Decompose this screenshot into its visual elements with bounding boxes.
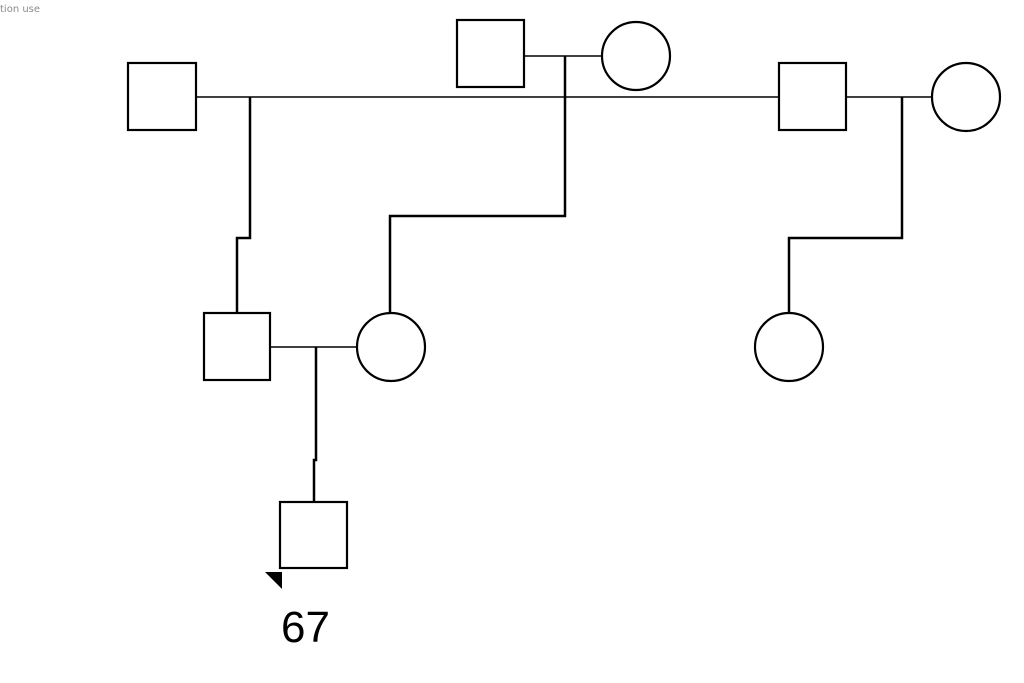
male-symbol-gen1-left	[126, 61, 198, 132]
male-symbol-gen1-right	[777, 61, 848, 132]
corner-caption: tion use	[0, 4, 41, 15]
proband-arrow-icon	[265, 572, 282, 589]
female-symbol-gen2-right	[753, 311, 825, 383]
male-symbol-gen2	[202, 311, 272, 382]
descent-line-left	[235, 97, 252, 313]
pedigree-lines	[196, 55, 932, 502]
male-symbol-gen1-center	[455, 18, 526, 89]
proband-label: 67	[281, 603, 330, 652]
female-symbol-gen2-spouse	[355, 311, 427, 383]
descent-line-center	[388, 56, 567, 313]
descent-line-proband	[312, 347, 318, 502]
male-symbol-proband	[278, 500, 349, 570]
female-symbol-gen1-right	[930, 61, 1002, 133]
descent-line-right	[787, 97, 904, 313]
female-symbol-gen1-center	[600, 20, 672, 92]
